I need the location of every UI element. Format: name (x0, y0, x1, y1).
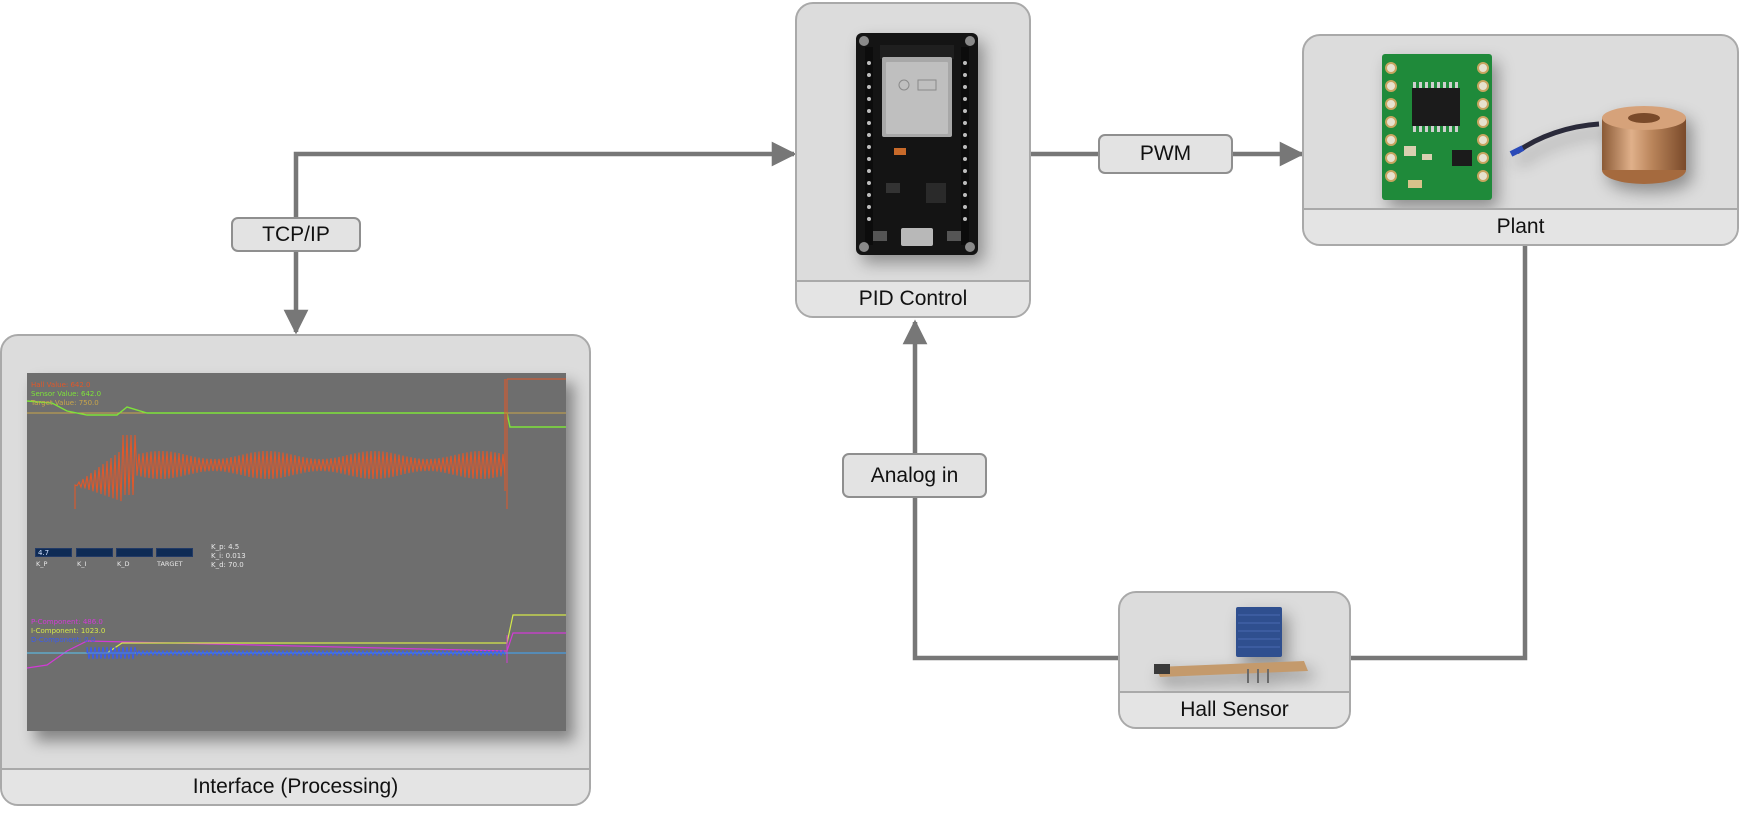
plant-caption: Plant (1304, 208, 1737, 244)
kd-param: K_d: 70.0 (211, 561, 244, 569)
hall-sensor-block: Hall Sensor (1118, 591, 1351, 729)
pwm-label: PWM (1098, 134, 1233, 174)
interface-caption: Interface (Processing) (2, 768, 589, 804)
i-component-line (27, 614, 566, 654)
hall-value-readout: Hall Value: 642.0 (31, 381, 91, 389)
kd-input-label: K_D (117, 560, 130, 568)
esp32-board-image (856, 33, 978, 255)
sensor-box-edge (506, 378, 566, 509)
target-input[interactable] (156, 548, 193, 557)
pid-control-caption: PID Control (797, 280, 1029, 316)
plant-to-sensor-link (1349, 245, 1528, 661)
motor-driver-board-image (1382, 54, 1492, 200)
electromagnet-image (1509, 106, 1686, 184)
d-component-readout: D-Component: 0.0 (31, 636, 96, 644)
interface-screenshot: Hall Value: 642.0 Sensor Value: 642.0 Ta… (27, 373, 566, 731)
analog-in-link (902, 319, 1118, 661)
p-component-readout: P-Component: 486.0 (31, 618, 103, 626)
tcp-ip-link (283, 141, 797, 335)
target-value-readout: Target Value: 750.0 (31, 399, 99, 407)
target-input-label: TARGET (157, 560, 183, 568)
analog-in-label: Analog in (842, 453, 987, 498)
ki-param: K_i: 0.013 (211, 552, 246, 560)
plant-block: Plant (1302, 34, 1739, 246)
interface-plots (27, 378, 566, 669)
sensor-line (27, 400, 566, 428)
pid-control-block: PID Control (795, 2, 1031, 318)
p-component-line (27, 632, 566, 669)
tcp-ip-label: TCP/IP (231, 217, 361, 252)
ki-input-label: K_I (77, 560, 87, 568)
d-component-trace (86, 646, 506, 660)
ki-input[interactable] (76, 548, 113, 557)
i-component-readout: I-Component: 1023.0 (31, 627, 106, 635)
kd-input[interactable] (116, 548, 153, 557)
hall-sensor-caption: Hall Sensor (1120, 691, 1349, 727)
kp-input-label: K_P (36, 560, 48, 568)
hall-trace (74, 379, 506, 509)
kp-param: K_p: 4.5 (211, 543, 240, 551)
sensor-value-readout: Sensor Value: 642.0 (31, 390, 102, 398)
hall-sensor-image (1154, 607, 1308, 683)
kp-input[interactable]: 4.7 (35, 548, 72, 557)
